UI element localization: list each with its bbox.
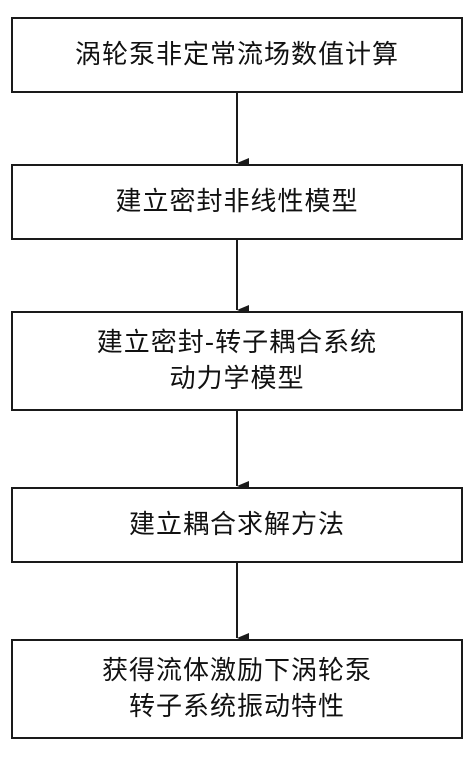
step-3-text-line-2: 动力学模型	[169, 364, 305, 394]
step-4-text: 建立耦合求解方法	[128, 510, 345, 540]
step-3-text-line-1: 建立密封-转子耦合系统	[96, 328, 378, 358]
step-5-text-line-1: 获得流体激励下涡轮泵	[101, 656, 372, 686]
step-box-3: 建立密封-转子耦合系统 动力学模型	[11, 311, 463, 411]
step-box-5: 获得流体激励下涡轮泵 转子系统振动特性	[11, 639, 463, 739]
step-box-2: 建立密封非线性模型	[11, 164, 463, 240]
step-5-text-line-2: 转子系统振动特性	[128, 692, 345, 722]
step-box-4: 建立耦合求解方法	[11, 487, 463, 563]
step-box-1: 涡轮泵非定常流场数值计算	[11, 17, 463, 93]
step-1-text: 涡轮泵非定常流场数值计算	[74, 40, 399, 70]
step-2-text: 建立密封非线性模型	[115, 187, 359, 217]
